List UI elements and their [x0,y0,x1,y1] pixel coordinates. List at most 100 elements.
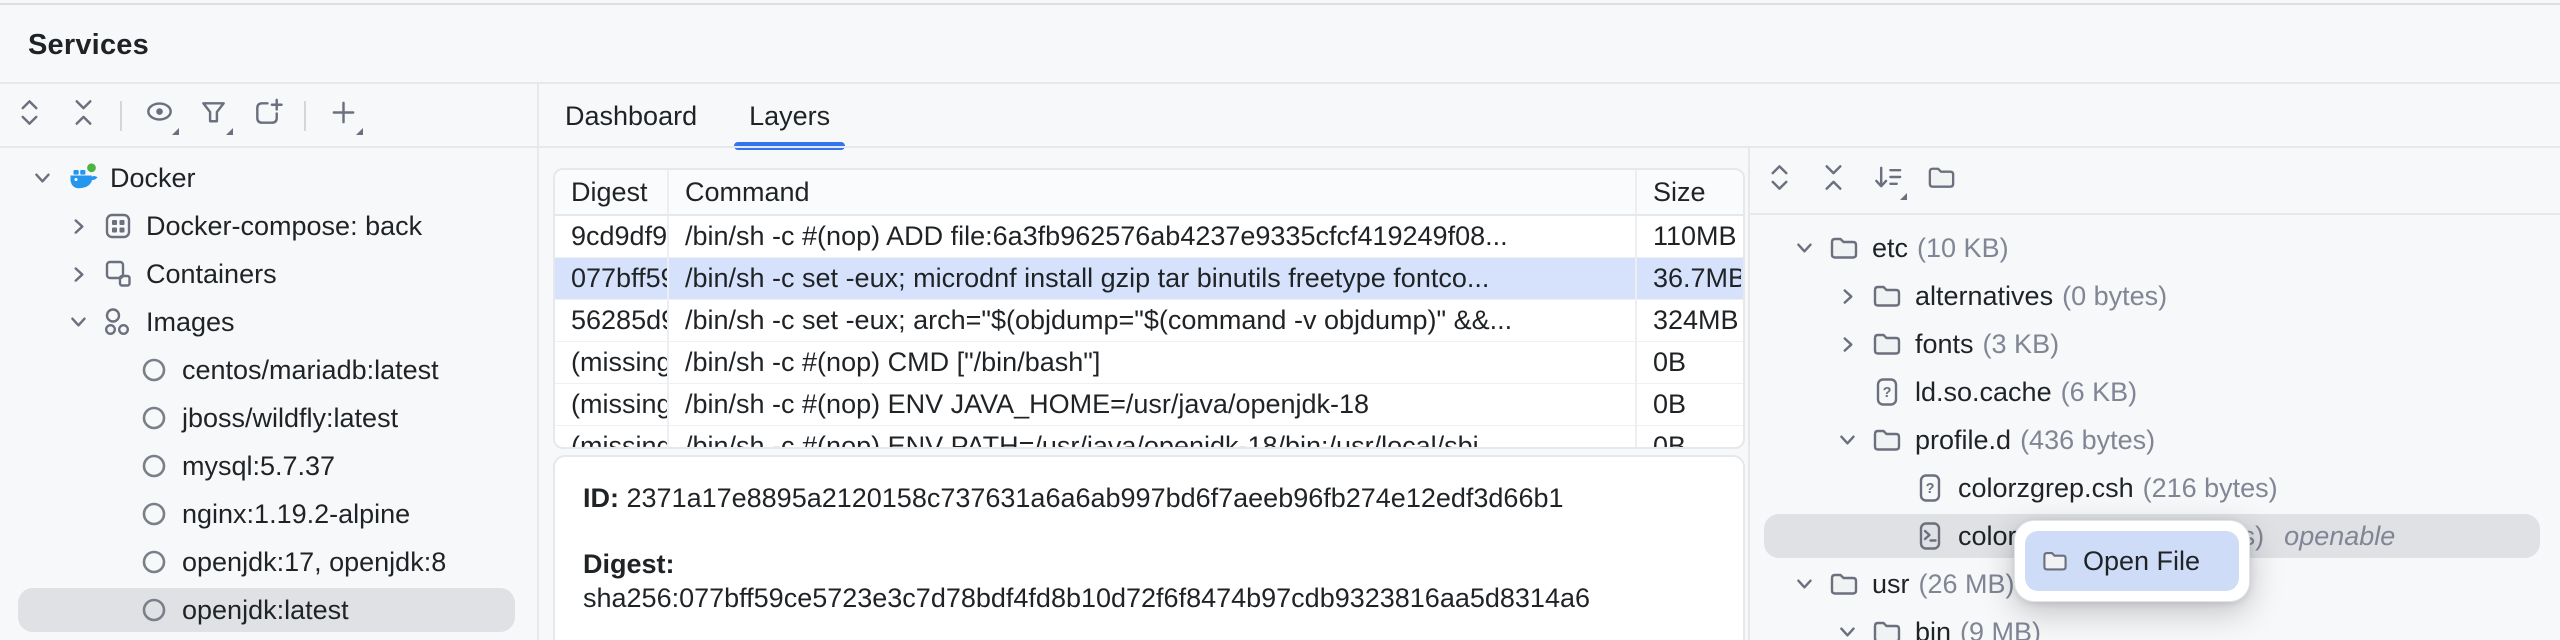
file-tree-item[interactable]: profile.d (436 bytes) [1750,416,2560,464]
cell-command: /bin/sh -c #(nop) CMD ["/bin/bash"] [669,342,1637,383]
layer-details-pane: ID: 2371a17e8895a2120158c737631a6a6ab997… [553,455,1745,640]
service-tree-item[interactable]: openjdk:latest [0,586,537,634]
service-tree-item[interactable]: openjdk:17, openjdk:8 [0,538,537,586]
file-tree-item[interactable]: ld.so.cache (6 KB) [1750,368,2560,416]
table-row[interactable]: (missing) /bin/sh -c #(nop) CMD ["/bin/b… [555,342,1743,384]
chevron-icon[interactable] [1833,320,1863,368]
chevron-icon[interactable] [1790,560,1820,608]
table-row[interactable]: 077bff59 /bin/sh -c set -eux; microdnf i… [555,258,1743,300]
add-service-button[interactable] [320,93,366,139]
collapse-all-button[interactable] [1810,158,1856,204]
toolbar-separator[interactable] [298,93,312,139]
left-panel-divider [537,83,539,640]
chevron-icon[interactable] [1833,416,1863,464]
chevron-icon[interactable] [100,442,130,490]
chevron-icon[interactable] [64,250,94,298]
tree-item-icon [136,592,172,628]
id-label: ID: [583,483,619,513]
tabbar-divider [0,146,2560,148]
cell-command: /bin/sh -c set -eux; arch="$(objdump="$(… [669,300,1637,341]
file-type-icon [1869,614,1905,640]
chevron-icon[interactable] [100,346,130,394]
toolbar-icon [143,96,176,136]
selection-highlight [18,588,515,632]
file-tree-item[interactable]: colorzgrep.csh (216 bytes) [1750,464,2560,512]
sort-button[interactable] [1864,158,1910,204]
chevron-icon[interactable] [1833,272,1863,320]
toolbar-icon [251,96,284,136]
tree-item-icon [136,544,172,580]
tab[interactable]: Layers [733,84,846,150]
flatten-folders-button[interactable] [1918,158,1964,204]
layers-table: Digest Command Size 9cd9df9f /bin/sh -c … [553,168,1745,449]
tree-item-label: mysql:5.7.37 [182,450,336,481]
table-row[interactable]: 9cd9df9f /bin/sh -c #(nop) ADD file:6a3f… [555,216,1743,258]
file-size: (9 MB) [1960,616,2042,640]
service-tree-item[interactable]: mysql:5.7.37 [0,442,537,490]
file-size: (3 KB) [1982,328,2060,359]
service-tree-item[interactable]: Docker-compose: back [0,202,537,250]
tree-item-label: centos/mariadb:latest [182,354,439,385]
table-row[interactable]: 56285d9a /bin/sh -c set -eux; arch="$(ob… [555,300,1743,342]
chevron-icon[interactable] [64,202,94,250]
filter-button[interactable] [190,93,236,139]
chevron-icon[interactable] [1876,512,1906,560]
chevron-icon[interactable] [1833,608,1863,640]
file-tree-item[interactable]: alternatives (0 bytes) [1750,272,2560,320]
tab[interactable]: Dashboard [549,84,713,148]
dropdown-caret-icon [356,128,363,135]
file-type-icon [1826,230,1862,266]
column-header-command[interactable]: Command [669,170,1637,214]
chevron-icon[interactable] [64,298,94,346]
toolbar-icon [1871,161,1904,201]
cell-command: /bin/sh -c set -eux; microdnf install gz… [669,258,1637,299]
collapse-all-button[interactable] [60,93,106,139]
open-in-new-tab-button[interactable] [244,93,290,139]
cell-size: 36.7MB [1653,263,1741,293]
service-tree-item[interactable]: centos/mariadb:latest [0,346,537,394]
table-header-row: Digest Command Size [555,170,1743,216]
chevron-icon[interactable] [1790,224,1820,272]
file-size: (26 MB) [1918,568,2015,599]
file-tree-item[interactable]: fonts (3 KB) [1750,320,2560,368]
file-name: usr [1872,568,1910,599]
service-tree-item[interactable]: Docker [0,154,537,202]
cell-size: 0B [1653,389,1687,419]
tree-item-icon [100,304,136,340]
file-tree-item[interactable]: usr (26 MB) [1750,560,2560,608]
dropdown-caret-icon [172,128,179,135]
file-tree-item[interactable]: etc (10 KB) [1750,224,2560,272]
service-tree-item[interactable]: jboss/wildfly:latest [0,394,537,442]
chevron-icon[interactable] [100,538,130,586]
tab-bar: Dashboard Layers [537,84,1748,150]
service-tree-item[interactable]: Containers [0,250,537,298]
tree-item-icon [136,448,172,484]
table-row[interactable]: (missing) /bin/sh -c #(nop) ENV JAVA_HOM… [555,384,1743,426]
file-name: fonts [1915,328,1974,359]
chevron-icon[interactable] [1833,368,1863,416]
toolbar-separator[interactable] [114,93,128,139]
chevron-icon[interactable] [28,154,58,202]
column-header-digest[interactable]: Digest [555,170,669,214]
cell-size: 0B [1653,431,1687,449]
table-row[interactable]: (missing) /bin/sh -c #(nop) ENV PATH=/us… [555,426,1743,449]
tree-item-label: Containers [146,258,277,289]
toolbar-icon [1817,161,1850,201]
chevron-icon[interactable] [100,490,130,538]
context-menu-item-open-file[interactable]: Open File [2025,531,2239,591]
chevron-icon[interactable] [100,586,130,634]
tree-item-icon [136,352,172,388]
table-body: 9cd9df9f /bin/sh -c #(nop) ADD file:6a3f… [555,216,1743,449]
expand-all-button[interactable] [1756,158,1802,204]
chevron-icon[interactable] [100,394,130,442]
column-header-size[interactable]: Size [1653,176,1706,207]
tree-item-label: openjdk:latest [182,594,349,625]
service-tree-item[interactable]: Images [0,298,537,346]
chevron-icon[interactable] [1876,464,1906,512]
view-options-button[interactable] [136,93,182,139]
file-tree-item[interactable]: bin (9 MB) [1750,608,2560,640]
expand-all-button[interactable] [6,93,52,139]
service-tree-item[interactable]: nginx:1.19.2-alpine [0,490,537,538]
file-type-icon [1869,278,1905,314]
file-size: (10 KB) [1917,232,2009,263]
